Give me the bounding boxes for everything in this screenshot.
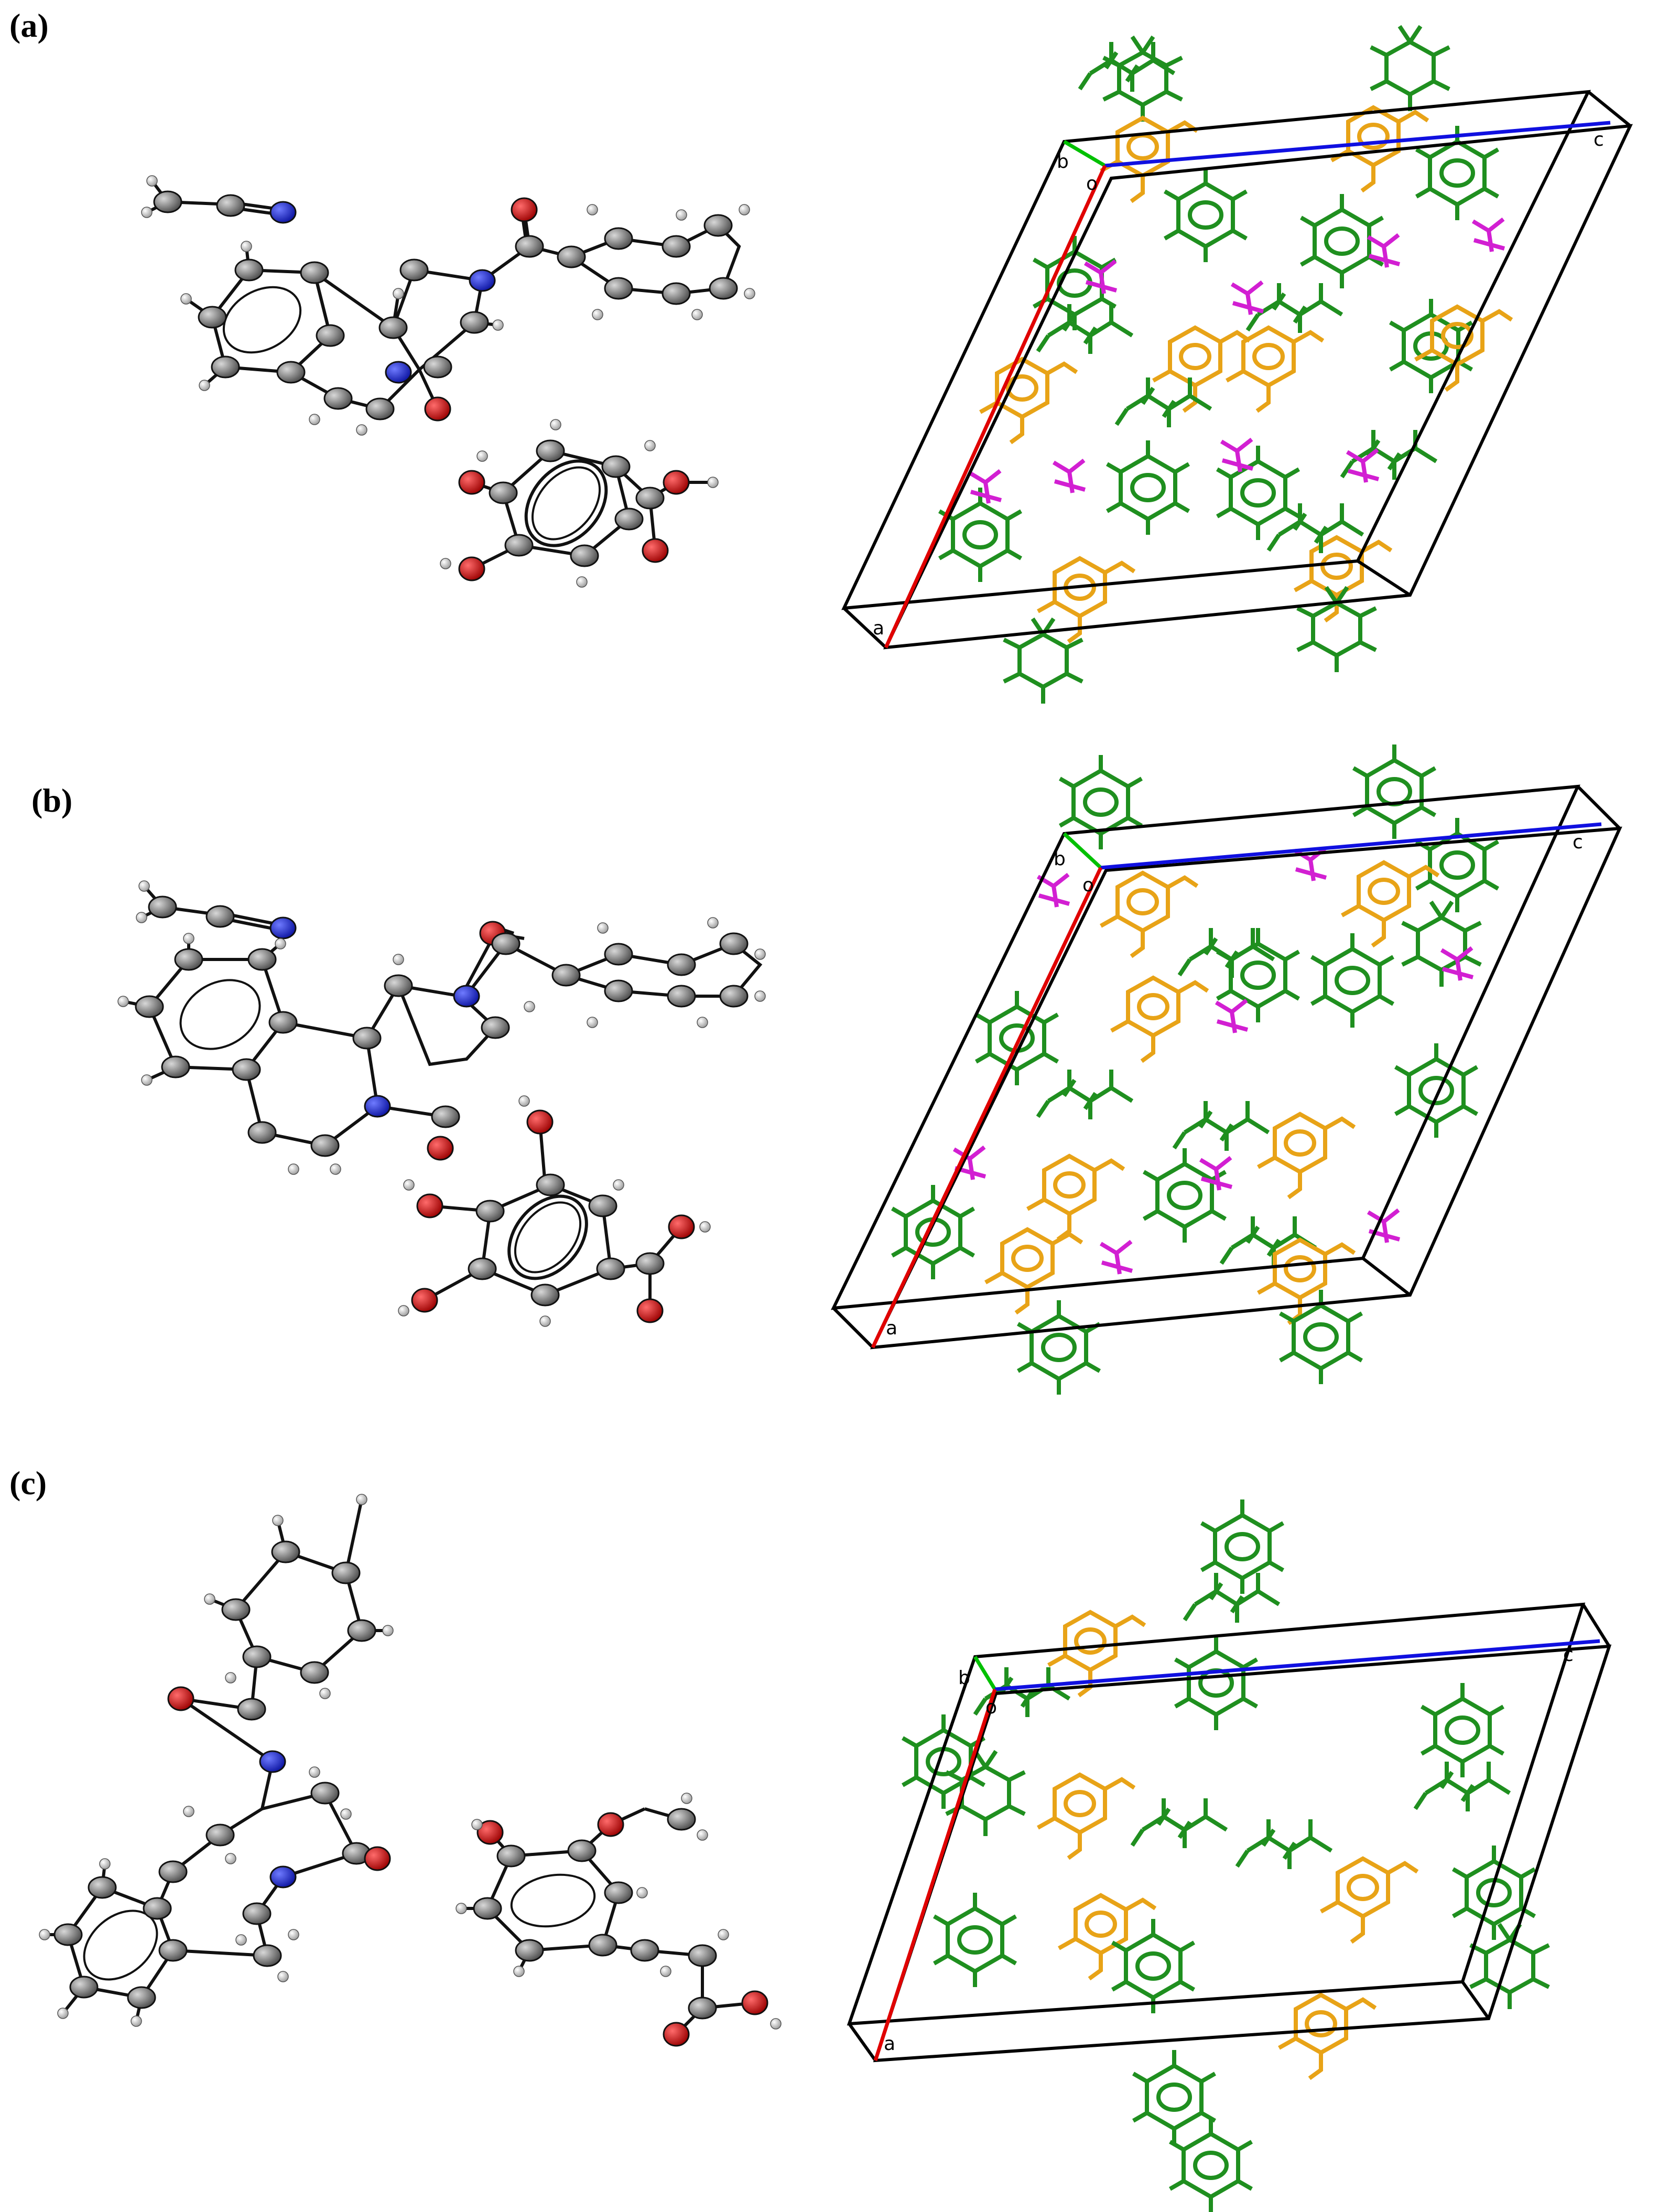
panel-c-packing-molecules (903, 1499, 1549, 2212)
panel-b-axis-label-b: b (1054, 848, 1066, 870)
panel-a-packing-molecules (939, 26, 1512, 704)
panel-b-asymmetric-unit (117, 880, 766, 1327)
panel-a-axis-label-o: o (1086, 173, 1098, 195)
panel-c-asymmetric-unit (39, 1494, 782, 2047)
panel-a-axis-label-a: a (873, 618, 884, 639)
panel-a-axis-label-b: b (1057, 151, 1069, 172)
panel-b-axis-label-o: o (1082, 875, 1094, 896)
panel-c-unit-cell-packing: b o c a (847, 1499, 1612, 2212)
panel-c-axis-label-o: o (985, 1697, 997, 1718)
panel-c-axis-label-c: c (1563, 1644, 1574, 1666)
panel-label-b: (b) (31, 782, 73, 819)
panel-c-axis-label-a: a (884, 2033, 895, 2055)
panel-label-a: (a) (9, 7, 49, 44)
panel-a-asymmetric-unit (141, 175, 755, 588)
panel-b-cell-edges (830, 784, 1622, 1350)
panel-label-c: (c) (9, 1464, 47, 1502)
panel-b-unit-cell-packing: b o c a (830, 744, 1622, 1395)
panel-c-axis-label-b: b (958, 1667, 970, 1689)
panel-a-unit-cell-packing: b o c a (841, 26, 1633, 704)
panel-a-axis-label-c: c (1594, 129, 1604, 150)
panel-b-axis-label-c: c (1573, 832, 1583, 853)
panel-b-axis-label-a: a (886, 1318, 897, 1339)
panel-a-cell-edges (841, 90, 1633, 650)
